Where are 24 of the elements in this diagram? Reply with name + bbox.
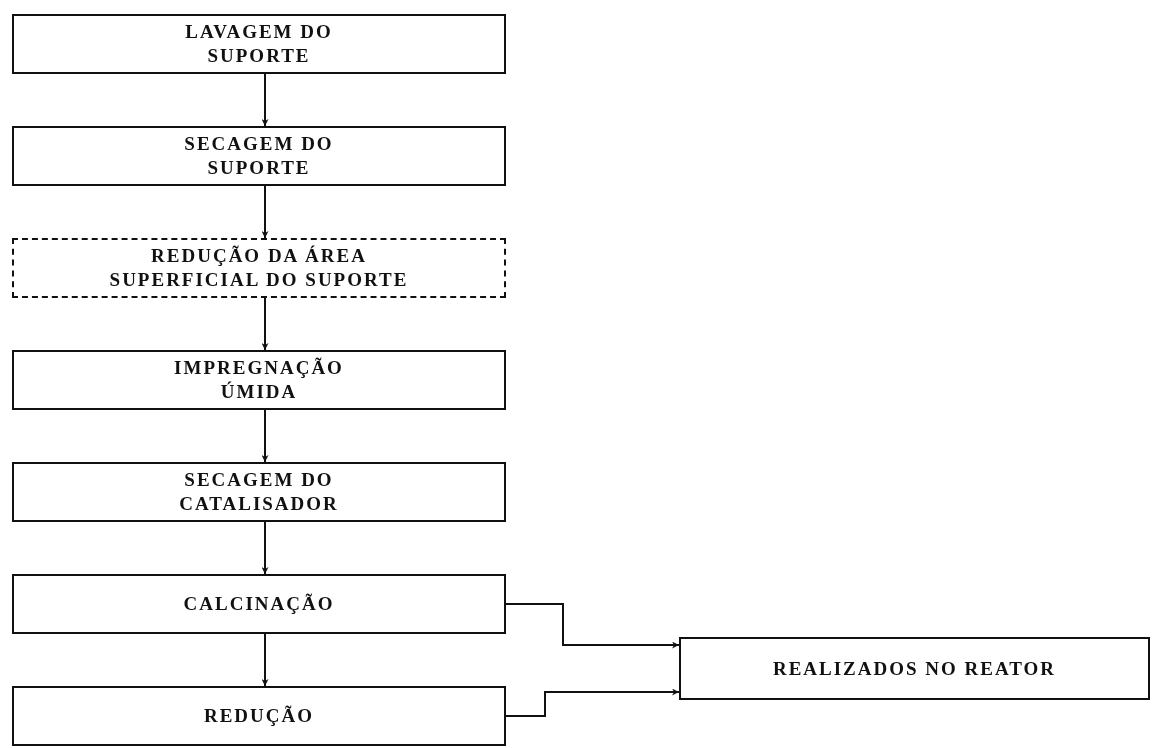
step-label: CALCINAÇÃO bbox=[183, 592, 335, 616]
arrow bbox=[261, 409, 269, 463]
process-box bbox=[12, 126, 506, 186]
arrow bbox=[261, 633, 269, 687]
arrow bbox=[505, 688, 680, 717]
process-box bbox=[12, 574, 506, 634]
step-label: SECAGEM DO SUPORTE bbox=[183, 132, 335, 180]
process-box bbox=[12, 238, 506, 298]
arrow bbox=[261, 185, 269, 239]
process-box bbox=[12, 14, 506, 74]
arrow bbox=[505, 603, 680, 649]
step-label: LAVAGEM DO SUPORTE bbox=[184, 20, 334, 68]
process-box bbox=[12, 686, 506, 746]
step-label: SECAGEM DO CATALISADOR bbox=[178, 468, 340, 516]
arrow bbox=[261, 297, 269, 351]
process-box bbox=[679, 637, 1150, 700]
arrow bbox=[261, 73, 269, 127]
step-label: REDUÇÃO bbox=[203, 704, 315, 728]
arrow bbox=[261, 521, 269, 575]
step-label: IMPREGNAÇÃO ÚMIDA bbox=[173, 356, 345, 404]
step-label: REDUÇÃO DA ÁREA SUPERFICIAL DO SUPORTE bbox=[108, 244, 410, 292]
step-label: REALIZADOS NO REATOR bbox=[772, 656, 1057, 681]
process-box bbox=[12, 350, 506, 410]
process-box bbox=[12, 462, 506, 522]
